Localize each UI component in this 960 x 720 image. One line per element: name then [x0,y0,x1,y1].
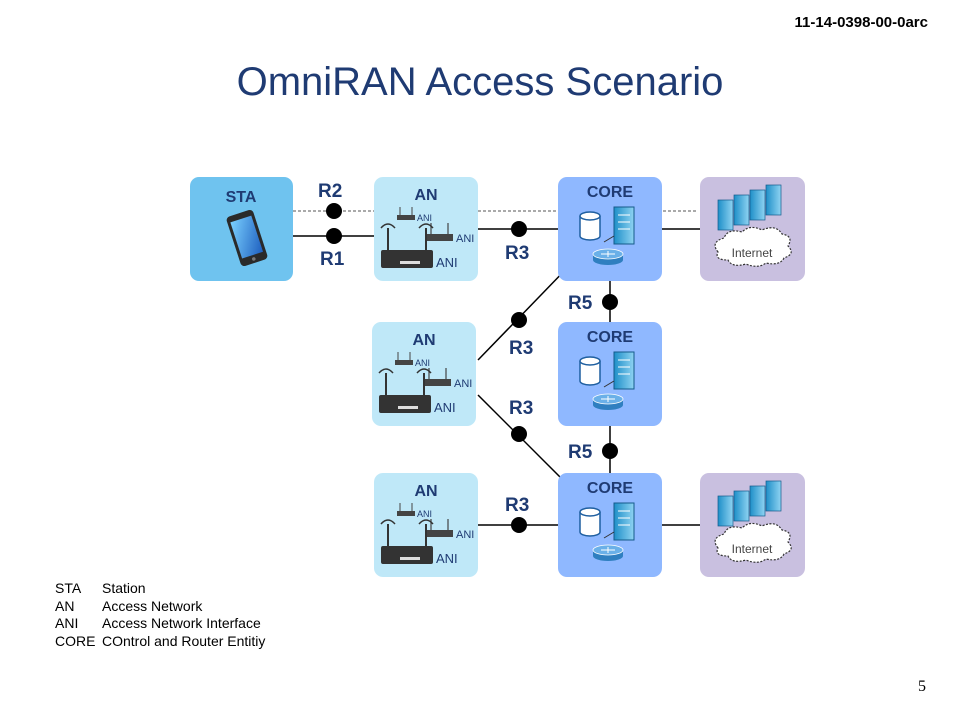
svg-text:ANI: ANI [456,529,474,541]
core-1: CORE [558,177,662,281]
svg-text:ANI: ANI [434,400,456,415]
svg-text:ANI: ANI [454,378,472,390]
legend-text: COntrol and Router Entitiy [102,632,266,649]
page-number: 5 [918,678,926,695]
internet-label: Internet [732,542,773,556]
internet-1: Internet [700,177,805,281]
legend-item: STA Station [55,580,265,598]
r3-point-mid-a [511,312,527,328]
an2-core1-link [477,264,571,361]
legend-text: Access Network Interface [102,615,261,631]
r1-point [326,228,342,244]
r3-point-mid-b [511,426,527,442]
internet-cloud-icon: Internet [714,226,792,267]
svg-text:ANI: ANI [417,509,432,519]
an-label: AN [412,332,435,349]
r3-point-top [511,221,527,237]
an-label: AN [414,187,437,204]
svg-text:ANI: ANI [436,255,458,270]
r3-label-mid-a: R3 [509,338,533,359]
internet-label: Internet [732,246,773,260]
legend-text: Station [102,580,146,596]
sta-box: STA [190,177,293,281]
r5-point-bottom [602,443,618,459]
legend-item: CORE COntrol and Router Entitiy [55,633,265,651]
svg-text:ANI: ANI [436,551,458,566]
legend-item: ANI Access Network Interface [55,615,265,633]
legend-text: Access Network [102,597,203,614]
access-network-1: AN ANI ANI ANI [374,177,478,281]
an-label: AN [414,483,437,500]
r3-label-mid-b: R3 [509,398,533,419]
abbreviation-legend: STA Station AN Access Network ANI Access… [55,580,265,650]
database-server-router-icon [579,351,635,410]
server-rack-icon [717,184,782,231]
r2-point [326,203,342,219]
legend-abbr: CORE [55,632,96,649]
svg-text:ANI: ANI [417,213,432,223]
smartphone-icon [226,209,268,267]
wireless-router-icon: ANI ANI ANI [380,503,474,566]
r5-point-top [602,294,618,310]
access-network-2: AN ANI ANI ANI [372,322,476,426]
database-server-router-icon [579,502,635,561]
core-3: CORE [558,473,662,577]
server-rack-icon [717,480,782,527]
internet-2: Internet [700,473,805,577]
core-2: CORE [558,322,662,426]
wireless-router-icon: ANI ANI ANI [378,352,472,415]
svg-text:ANI: ANI [456,233,474,245]
r5-label-top: R5 [568,293,593,314]
legend-abbr: AN [55,597,75,614]
r5-label-bottom: R5 [568,442,593,463]
legend-abbr: STA [55,580,82,596]
wireless-router-icon: ANI ANI ANI [380,207,474,270]
internet-cloud-icon: Internet [714,522,792,563]
legend-item: AN Access Network [55,598,265,616]
database-server-router-icon [579,206,635,265]
r3-label-bottom: R3 [505,495,529,516]
legend-abbr: ANI [55,615,79,631]
r1-label: R1 [320,249,345,270]
document-id: 11-14-0398-00-0arc [794,14,928,31]
sta-label: STA [226,189,257,206]
r2-label: R2 [318,181,342,202]
core-label: CORE [587,329,634,346]
access-network-3: AN ANI ANI ANI [374,473,478,577]
r3-point-bottom [511,517,527,533]
svg-text:ANI: ANI [415,358,430,368]
core-label: CORE [587,184,634,201]
core-label: CORE [587,480,634,497]
r3-label-top: R3 [505,243,529,264]
slide-title: OmniRAN Access Scenario [236,60,724,104]
